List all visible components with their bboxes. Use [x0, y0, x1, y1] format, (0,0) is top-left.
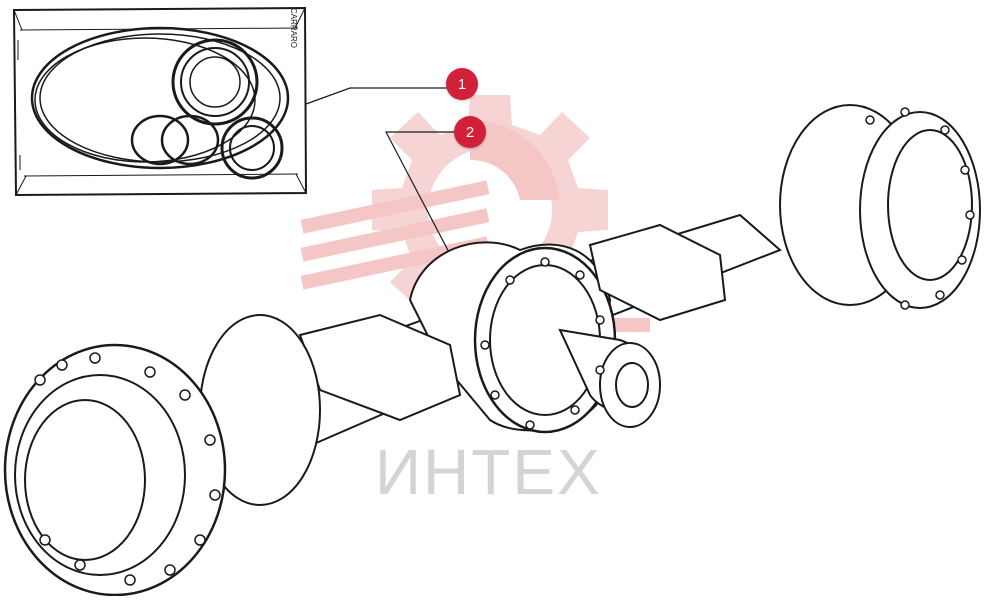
- axle-assembly: [3, 104, 981, 597]
- bolt-details: [34, 107, 975, 586]
- callout-badge-1[interactable]: 1: [446, 68, 478, 100]
- callout-badge-2[interactable]: 2: [454, 116, 486, 148]
- watermark-text: ИНТЕХ: [375, 436, 602, 508]
- leader-lines: [305, 87, 456, 259]
- kit-brand-label: CARRARO: [289, 8, 298, 49]
- seal-kit-inset: [12, 6, 308, 197]
